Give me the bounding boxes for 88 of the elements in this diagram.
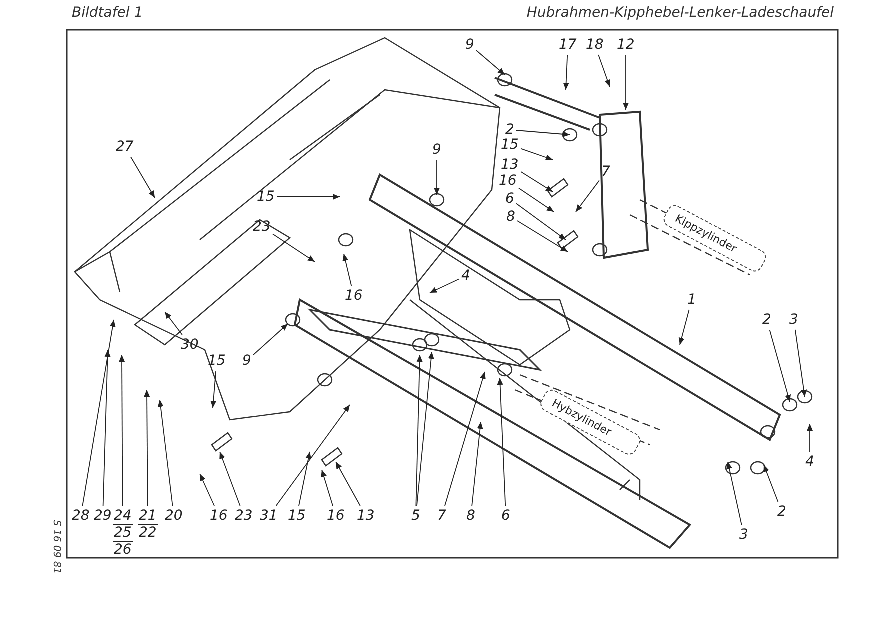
leader-line (200, 474, 215, 506)
callout-number: 15 (208, 353, 226, 369)
leader-line (476, 50, 506, 76)
callout-number: 9 (242, 353, 252, 369)
callout-number: 23 (253, 219, 271, 235)
leader-line (130, 156, 156, 198)
leader-line (434, 160, 440, 196)
leader-line (623, 54, 629, 110)
callout-number: 27 (116, 139, 134, 155)
callout-number: 12 (617, 37, 635, 53)
callout-number: 28 (72, 508, 90, 524)
callout-number: 16 (345, 288, 363, 304)
leader-line (497, 378, 506, 506)
plate-number: Bildtafel 1 (72, 5, 144, 21)
leader-line (298, 452, 312, 506)
leader-line (253, 324, 288, 356)
callout-number: 6 (506, 191, 514, 207)
callout-number: 16 (210, 508, 228, 524)
callout-number: 18 (586, 37, 604, 53)
callout-number: 1 (688, 292, 696, 308)
callout-number: 15 (257, 189, 275, 205)
leader-line (220, 452, 241, 506)
callout-number: 9 (466, 37, 474, 53)
leader-line (336, 462, 361, 506)
leader-line (598, 54, 610, 88)
leader-line (563, 54, 570, 90)
callout-number: 17 (559, 37, 577, 53)
callout-number: 13 (501, 157, 519, 173)
leader-line (102, 350, 111, 506)
leader-line (342, 254, 352, 286)
callout-number: 3 (790, 312, 798, 328)
leader-line (321, 470, 334, 506)
callout-number: 16 (499, 173, 517, 189)
callout-number: 21 (138, 508, 158, 525)
callout-number: 31 (260, 508, 278, 524)
leader-line (210, 370, 217, 408)
leader-line (764, 464, 779, 502)
callout-number: 7 (438, 508, 446, 524)
leader-line (272, 234, 316, 262)
callout-number: 3 (740, 527, 748, 543)
callout-number: 8 (466, 508, 476, 524)
leader-line (516, 203, 566, 240)
leader-line (769, 330, 791, 402)
drawing-number: S 16 09 81 (51, 520, 62, 574)
leader-line (144, 390, 150, 506)
leader-line (430, 278, 460, 294)
callout-number: 2 (762, 312, 772, 328)
leader-line (164, 312, 183, 336)
callout-number: 25 (113, 525, 133, 542)
leader-line (517, 220, 568, 252)
leader-line (444, 372, 486, 506)
leader-line (520, 148, 554, 161)
leader-line (158, 400, 174, 506)
callout-number: 2 (506, 122, 514, 138)
leader-line (82, 320, 116, 506)
callout-number: 2 (778, 504, 786, 520)
leader-line (794, 330, 807, 398)
callout-number: 15 (501, 137, 519, 153)
callout-number: 15 (288, 508, 306, 524)
callout-number: 24 (113, 508, 133, 525)
callout-number: 5 (412, 508, 420, 524)
leader-line (416, 354, 423, 506)
callout-number: 20 (165, 508, 183, 524)
leader-line (276, 194, 340, 200)
leader-line (518, 188, 554, 212)
callout-number: 13 (357, 508, 375, 524)
callout-number: 8 (506, 209, 516, 225)
leader-line (807, 424, 813, 452)
callout-number: 23 (235, 508, 253, 524)
callout-number: 22 (138, 525, 158, 541)
leader-line (119, 354, 126, 506)
leader-line (416, 352, 434, 506)
callout-number: 6 (502, 508, 510, 524)
plate-title: Hubrahmen-Kipphebel-Lenker-Ladeschaufel (526, 5, 834, 21)
callout-number: 4 (806, 454, 814, 470)
callout-number: 26 (113, 542, 133, 558)
leader-line (520, 171, 554, 192)
leader-line (678, 310, 690, 346)
leader-line (472, 422, 484, 506)
callout-number: 9 (432, 142, 442, 158)
callout-number: 4 (462, 268, 470, 284)
callout-number: 7 (602, 164, 610, 180)
leader-line (276, 404, 350, 506)
leader-line (726, 462, 742, 526)
callout-number: 29 (94, 508, 112, 524)
leader-line (576, 180, 600, 212)
leader-line (516, 130, 570, 138)
callout-number: 16 (327, 508, 345, 524)
